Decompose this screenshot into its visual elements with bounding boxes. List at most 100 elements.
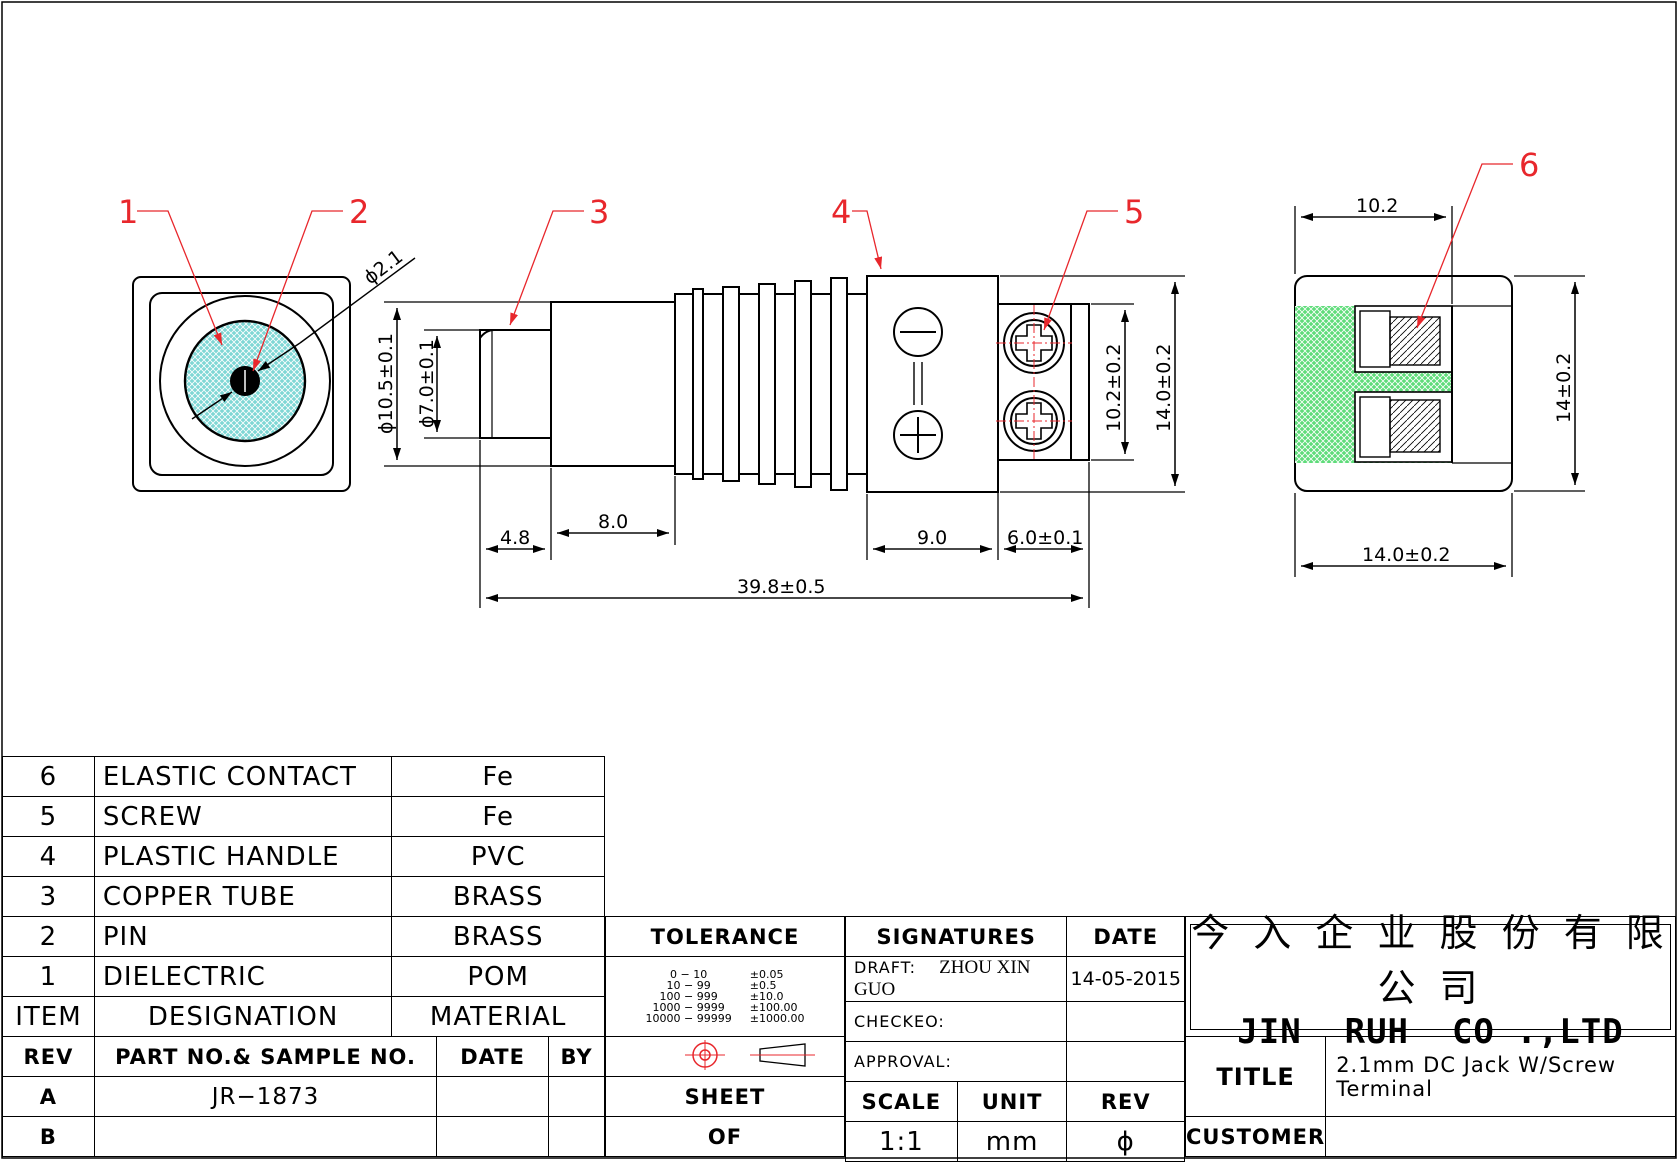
unit-value: mm xyxy=(956,1121,1068,1162)
dim-side-width-bottom: 14.0±0.2 xyxy=(1362,544,1450,566)
rev-code: B xyxy=(2,1116,95,1157)
tolerance-header: TOLERANCE xyxy=(605,916,845,957)
callout-2: 2 xyxy=(349,193,369,231)
dim-len-4-8: 4.8 xyxy=(500,527,530,549)
part-number: JR−1873 xyxy=(93,1076,438,1117)
dim-side-width-top: 10.2 xyxy=(1356,195,1398,217)
revision-table: REV PART NO.& SAMPLE NO. DATE BY A JR−18… xyxy=(2,1036,605,1157)
company-english-name: JIN RUH CO .,LTD xyxy=(1237,1011,1624,1052)
rev-code: A xyxy=(2,1076,95,1117)
signature-date-header: DATE xyxy=(1066,916,1185,957)
title-value: 2.1mm DC Jack W/Screw Terminal xyxy=(1325,1036,1676,1117)
callout-5: 5 xyxy=(1124,193,1144,231)
checked-date xyxy=(1066,1001,1185,1042)
part-material: BRASS xyxy=(391,916,605,957)
revision-row: B xyxy=(2,1116,605,1157)
parts-header-row: ITEM DESIGNATION MATERIAL xyxy=(2,996,605,1037)
dim-pin-dia: ϕ2.1 xyxy=(360,246,407,289)
company-title-table: 今 入 企 业 股 份 有 限 公 司 JIN RUH CO .,LTD TIT… xyxy=(1184,911,1676,1157)
tolerance-value: ±0.5 xyxy=(749,979,777,992)
terminal-dimension-lines xyxy=(1294,206,1585,577)
dim-outer-dia: ϕ10.5±0.1 xyxy=(375,333,397,434)
tolerance-range: 1000 − 9999 xyxy=(652,1001,725,1014)
plug-side-view xyxy=(479,275,1090,493)
dim-side-height: 14±0.2 xyxy=(1553,353,1575,423)
projection-icon xyxy=(685,1039,815,1070)
checked-label: CHECKEO: xyxy=(844,1001,1068,1042)
header-designation: DESIGNATION xyxy=(93,996,393,1037)
customer-label: CUSTOMER xyxy=(1184,1116,1327,1157)
part-item: 5 xyxy=(2,796,95,837)
tolerance-value: ±100.00 xyxy=(749,1001,798,1014)
part-number xyxy=(93,1116,438,1157)
front-view xyxy=(132,257,416,492)
approval-label: APPROVAL: xyxy=(844,1041,1068,1082)
tolerance-value: ±1000.00 xyxy=(749,1012,805,1025)
rev-by xyxy=(548,1076,605,1117)
company-block: 今 入 企 业 股 份 有 限 公 司 JIN RUH CO .,LTD xyxy=(1185,911,1676,1052)
dim-height-14-0: 14.0±0.2 xyxy=(1153,344,1175,432)
rev-label: REV xyxy=(1066,1081,1185,1122)
scale-label: SCALE xyxy=(845,1081,958,1122)
rev-header: REV xyxy=(2,1036,95,1077)
terminal-end-view xyxy=(1294,275,1513,492)
tolerance-values: 0 − 10±0.05 10 − 99±0.5 100 − 999±10.0 1… xyxy=(605,956,845,1037)
unit-label: UNIT xyxy=(956,1081,1068,1122)
part-designation: PLASTIC HANDLE xyxy=(93,836,393,877)
part-item: 6 xyxy=(2,756,95,797)
parts-list-table: 6 ELASTIC CONTACT Fe 5 SCREW Fe 4 PLASTI… xyxy=(2,756,605,1037)
dim-len-9-0: 9.0 xyxy=(917,527,947,549)
draft-name: ZHOU XIN GUO xyxy=(854,957,1031,1000)
revision-header-row: REV PART NO.& SAMPLE NO. DATE BY xyxy=(2,1036,605,1077)
part-material: BRASS xyxy=(391,876,605,917)
tolerance-range: 10 − 99 xyxy=(666,979,711,992)
parts-row: 3 COPPER TUBE BRASS xyxy=(2,876,605,917)
tolerance-value: ±0.05 xyxy=(749,968,784,981)
signatures-header: SIGNATURES xyxy=(844,916,1068,957)
part-no-header: PART NO.& SAMPLE NO. xyxy=(93,1036,438,1077)
draft-date: 14-05-2015 xyxy=(1066,956,1185,1002)
dim-len-6-0: 6.0±0.1 xyxy=(1007,527,1083,549)
signatures-table: SIGNATURES DATE DRAFT: ZHOU XIN GUO 14-0… xyxy=(844,916,1185,1162)
parts-row: 6 ELASTIC CONTACT Fe xyxy=(2,756,605,797)
plug-dimension-lines xyxy=(384,275,1185,608)
projection-symbol xyxy=(605,1036,845,1077)
part-designation: DIELECTRIC xyxy=(93,956,393,997)
draft-label: DRAFT: xyxy=(854,958,917,977)
part-designation: PIN xyxy=(93,916,393,957)
dim-len-8-0: 8.0 xyxy=(598,511,628,533)
part-material: PVC xyxy=(391,836,605,877)
parts-row: 5 SCREW Fe xyxy=(2,796,605,837)
revision-row: A JR−1873 xyxy=(2,1076,605,1117)
tolerance-range: 100 − 999 xyxy=(659,990,718,1003)
part-designation: SCREW xyxy=(93,796,393,837)
company-frame: 今 入 企 业 股 份 有 限 公 司 JIN RUH CO .,LTD xyxy=(1190,911,1671,1052)
callout-3: 3 xyxy=(589,193,609,231)
callout-6: 6 xyxy=(1519,146,1539,184)
callout-leaders xyxy=(137,163,1513,372)
company-chinese-name: 今 入 企 业 股 份 有 限 公 司 xyxy=(1191,910,1670,1010)
sheet-label: SHEET xyxy=(605,1076,845,1117)
dim-tube-dia: ϕ7.0±0.1 xyxy=(416,339,438,428)
of-label: OF xyxy=(605,1116,845,1157)
parts-row: 2 PIN BRASS xyxy=(2,916,605,957)
callout-1: 1 xyxy=(118,193,138,231)
rev-date xyxy=(436,1116,550,1157)
tolerance-table: TOLERANCE 0 − 10 ±0.05 10 − 99 ±0.5 100 − … xyxy=(605,916,845,1157)
tolerance-range: 10000 − 99999 xyxy=(645,1012,732,1025)
customer-value xyxy=(1325,1116,1676,1157)
scale-value: 1:1 xyxy=(845,1121,958,1162)
rev-date-header: DATE xyxy=(436,1036,550,1077)
parts-row: 1 DIELECTRIC POM xyxy=(2,956,605,997)
parts-row: 4 PLASTIC HANDLE PVC xyxy=(2,836,605,877)
part-designation: ELASTIC CONTACT xyxy=(93,756,393,797)
rev-date xyxy=(436,1076,550,1117)
part-item: 2 xyxy=(2,916,95,957)
rev-value: ϕ xyxy=(1066,1121,1185,1162)
part-item: 1 xyxy=(2,956,95,997)
part-item: 3 xyxy=(2,876,95,917)
part-item: 4 xyxy=(2,836,95,877)
part-material: POM xyxy=(391,956,605,997)
tolerance-range: 0 − 10 xyxy=(670,968,708,981)
